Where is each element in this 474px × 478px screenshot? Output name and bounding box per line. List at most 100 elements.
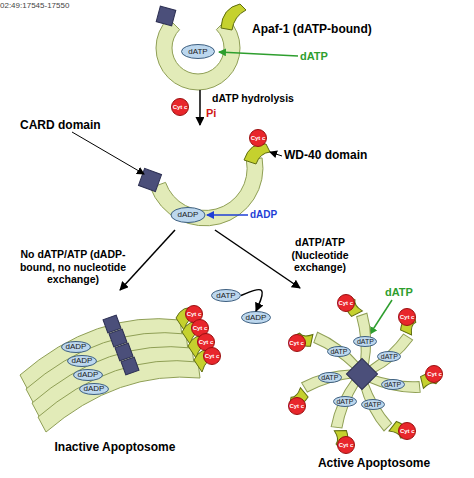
cyt-c-shape xyxy=(204,348,221,365)
nucleotide-oval: dATP xyxy=(353,336,377,347)
nucleotide-oval: dATP xyxy=(318,372,342,383)
nucleotide-label: dADP xyxy=(84,385,105,393)
cyt-c-label: Cyt c xyxy=(289,403,304,409)
cyt-c-label: Cyt c xyxy=(193,325,208,331)
leader-arrow xyxy=(72,132,144,174)
oval-shape xyxy=(354,337,377,347)
cyt-c-label: Cyt c xyxy=(187,311,202,317)
card-square xyxy=(138,168,161,191)
cyt-c-label: Cyt c xyxy=(427,371,442,377)
nucleotide-oval: dADP xyxy=(61,341,91,353)
nucleotide-oval: dATP xyxy=(327,346,351,357)
nucleotide-oval: dATP xyxy=(381,379,405,390)
cyt-c-shape xyxy=(399,422,416,439)
cytochrome-c-circle: Cyt c xyxy=(425,365,443,383)
cytochrome-c-circle: Cyt c xyxy=(288,334,306,352)
flow-arrow xyxy=(199,90,201,125)
oval-shape xyxy=(361,400,384,410)
oval-shape xyxy=(62,342,91,353)
cyt-c-shape xyxy=(288,397,305,414)
leader-arrow xyxy=(270,152,282,156)
nucleotide-oval: dATP xyxy=(181,44,215,59)
oval-shape xyxy=(333,397,356,407)
inactive-band xyxy=(38,349,216,432)
nucleotide-oval: dATP xyxy=(333,396,357,407)
wd40-propeller xyxy=(221,4,246,30)
cyt-c-label: Cyt c xyxy=(339,442,354,448)
oval-shape xyxy=(68,356,97,367)
nucleotide-oval: dADP xyxy=(241,311,271,324)
nucleotide-label: dATP xyxy=(216,292,235,300)
nucleotide-oval xyxy=(171,208,205,223)
nucleotide-oval: dADP xyxy=(79,383,109,395)
nucleotide-label: dADP xyxy=(78,371,99,379)
cyt-c-shape xyxy=(172,99,189,116)
cyt-c-label: Cyt c xyxy=(400,314,415,320)
cyt-c-label: Cyt c xyxy=(400,428,415,434)
group-heading: dADP xyxy=(171,209,205,221)
cytochrome-c-circle: Cyt c xyxy=(337,294,355,312)
domain-callout: CARD domain xyxy=(20,118,130,132)
cyt-c-shape xyxy=(337,295,354,312)
oval-shape xyxy=(182,45,215,59)
nucleotide-label: dATP xyxy=(336,398,353,405)
cytochrome-c-circle: Cyt c xyxy=(398,422,416,440)
leader-arrow xyxy=(370,300,392,334)
card-hub xyxy=(346,358,377,389)
step-label: dATP/ATP (Nucleotide exchange) xyxy=(272,236,368,274)
nucleotide-oval: dADP xyxy=(73,369,103,381)
group-heading: Apaf-1 (dATP-bound) xyxy=(252,22,382,36)
cytochrome-c-circle: Cyt c xyxy=(171,98,189,116)
flow-arrow xyxy=(241,290,262,311)
oval-shape xyxy=(318,373,341,383)
nucleotide-oval: dADP xyxy=(67,355,97,367)
cytochrome-c-circle: Cyt c xyxy=(398,308,416,326)
cytochrome-c-circle: Cyt c xyxy=(203,347,221,365)
cytochrome-c-circle: Cyt c xyxy=(249,129,267,147)
source-reference: 02:49:17545-17550 xyxy=(0,1,130,10)
nucleotide-label: dATP xyxy=(188,48,207,56)
nucleotide-label: dADP xyxy=(72,357,93,365)
nucleotide-callout: dATP xyxy=(300,50,340,62)
leader-arrow xyxy=(207,214,248,216)
cyt-c-label: Cyt c xyxy=(289,340,304,346)
leader-arrow xyxy=(219,52,298,56)
nucleotide-label: dADP xyxy=(246,314,267,322)
oval-shape xyxy=(242,312,271,324)
flow-arrow xyxy=(120,230,175,290)
oval-shape xyxy=(381,380,404,390)
cyt-c-label: Cyt c xyxy=(251,135,266,141)
oval-shape xyxy=(80,384,109,395)
nucleotide-label: dATP xyxy=(357,338,374,345)
nucleotide-label: dATP xyxy=(384,381,401,388)
domain-callout: WD-40 domain xyxy=(284,148,394,162)
group-heading: Active Apoptosome xyxy=(286,456,462,470)
nucleotide-label: dADP xyxy=(66,343,87,351)
card-square xyxy=(156,6,176,26)
cyt-c-shape xyxy=(399,309,416,326)
cytochrome-c-circle: Cyt c xyxy=(337,436,355,454)
nucleotide-oval: dATP xyxy=(377,351,401,362)
cyt-c-label: Cyt c xyxy=(173,104,188,110)
cyt-c-shape xyxy=(288,334,305,351)
nucleotide-callout: dADP xyxy=(250,209,290,220)
nucleotide-oval: dATP xyxy=(361,399,385,410)
nucleotide-label: dATP xyxy=(381,353,398,360)
nucleotide-label: dATP xyxy=(364,401,381,408)
oval-shape xyxy=(378,352,401,362)
oval-shape xyxy=(212,290,241,302)
cyt-c-shape xyxy=(250,130,267,147)
nucleotide-oval: dATP xyxy=(211,289,241,302)
nucleotide-label: dATP xyxy=(321,374,338,381)
protein-group: Active Apoptosome Cyt c Cyt c Cyt c Cyt c Cyt… xyxy=(276,288,472,472)
nucleotide-label: dATP xyxy=(330,348,347,355)
cyt-c-label: Cyt c xyxy=(338,300,353,306)
flow-arrow xyxy=(215,230,300,288)
oval-shape xyxy=(327,346,350,356)
cytochrome-c-circle: Cyt c xyxy=(288,397,306,415)
step-label: dATP hydrolysis xyxy=(212,92,312,105)
cyt-c-label: Cyt c xyxy=(205,353,220,359)
